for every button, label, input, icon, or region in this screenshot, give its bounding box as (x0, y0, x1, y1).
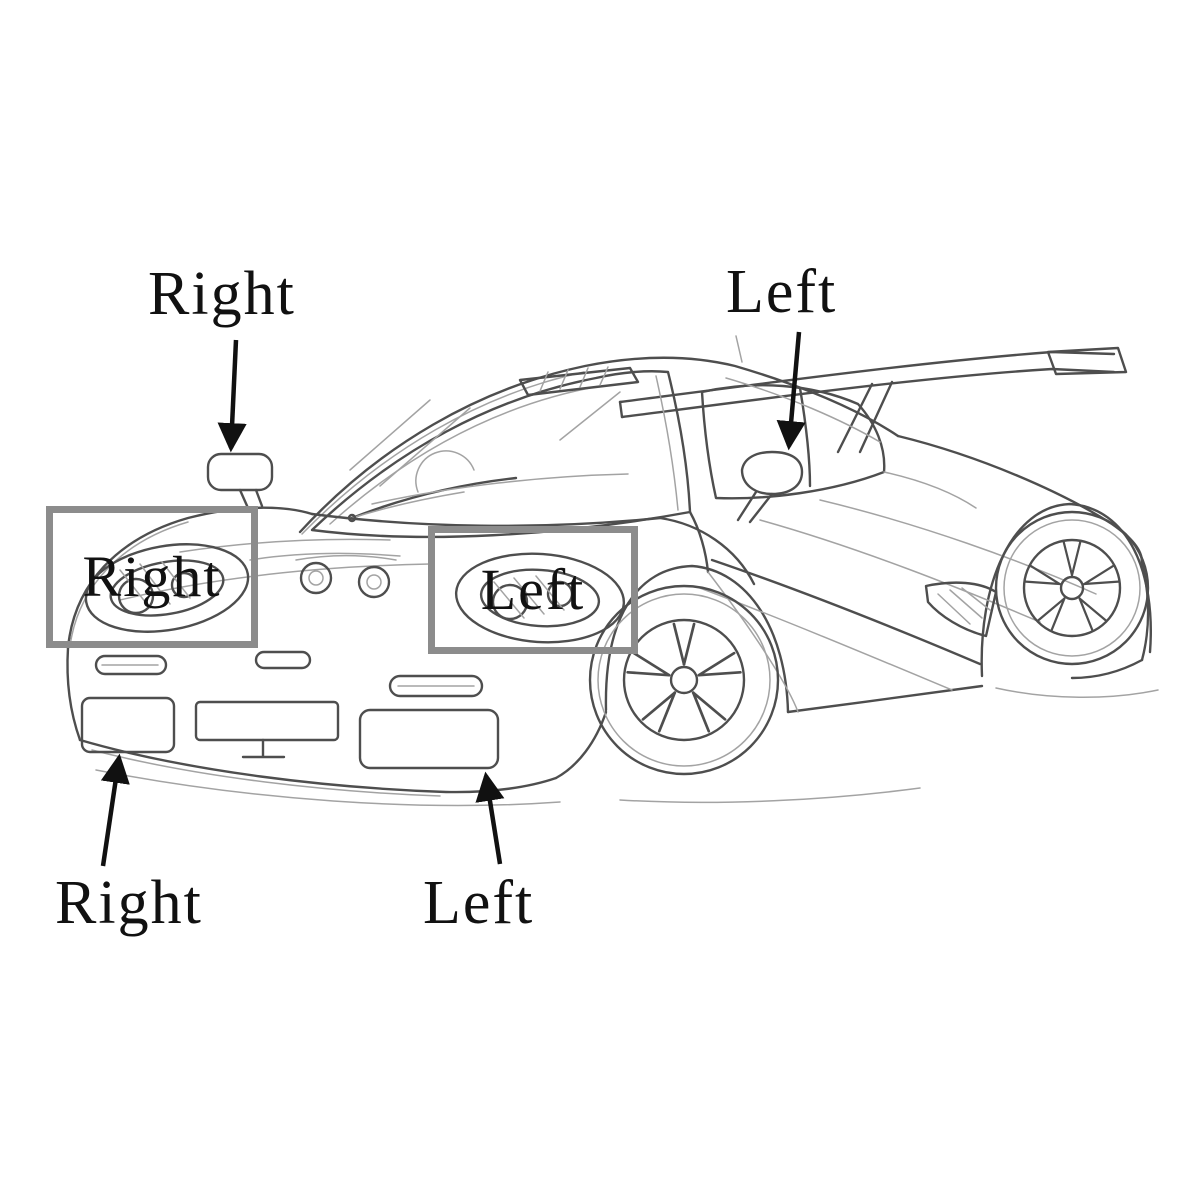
arrow-mirror-right (217, 339, 247, 453)
front-wheel (588, 584, 780, 776)
headlight-right-box: Right (46, 506, 258, 648)
arrow-grille-left (475, 771, 505, 865)
arrow-grille-right (100, 753, 130, 867)
headlight-left-box: Left (428, 526, 638, 654)
label-headlight-right: Right (82, 544, 222, 609)
body (66, 434, 1152, 742)
rear-wheel (994, 510, 1150, 666)
label-grille-right: Right (55, 869, 203, 937)
label-headlight-left: Left (480, 557, 586, 622)
hood-vents (295, 554, 397, 599)
headlight-left (454, 552, 626, 644)
grille-center (194, 700, 340, 759)
arrow-mirror-left (776, 331, 806, 451)
annotation-arrows (100, 331, 806, 867)
car-sketch (66, 335, 1159, 807)
grille-left (358, 708, 500, 770)
mirror-right (206, 452, 274, 510)
ground-shadow (95, 687, 1159, 807)
label-mirror-left: Left (726, 258, 838, 326)
label-mirror-right: Right (148, 260, 296, 328)
label-grille-left: Left (423, 869, 535, 937)
rear-wing (618, 335, 1128, 454)
headlight-right (84, 543, 250, 633)
roof-and-glass (298, 356, 900, 539)
grille-right (80, 696, 176, 754)
front-bumper (78, 650, 608, 797)
mirror-left (736, 450, 804, 524)
